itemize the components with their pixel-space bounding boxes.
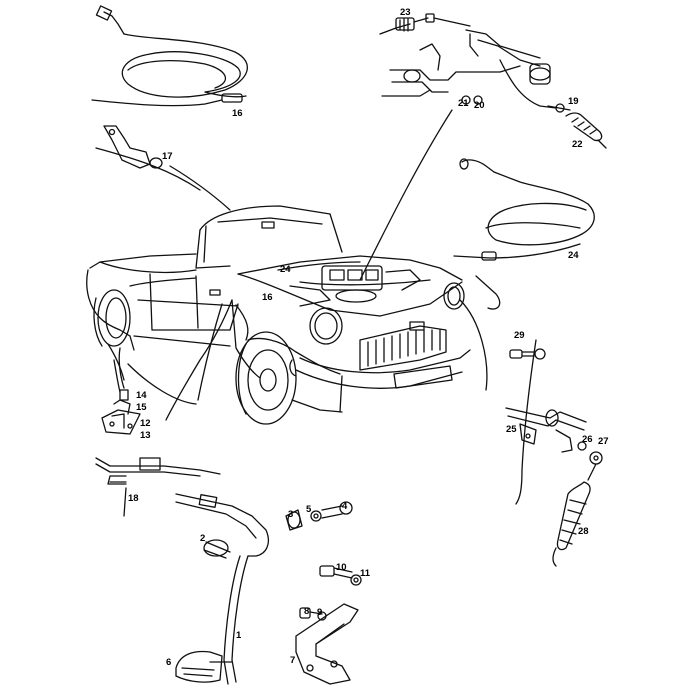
callout-21: 21 <box>458 98 469 109</box>
callout-26: 26 <box>582 434 593 445</box>
callout-24-coil: 24 <box>568 250 579 261</box>
callout-16-top: 16 <box>232 108 243 119</box>
callout-9: 9 <box>317 607 322 618</box>
callout-8: 8 <box>304 606 309 617</box>
callout-10: 10 <box>336 562 347 573</box>
callout-5: 5 <box>306 504 312 515</box>
car-body <box>86 205 471 425</box>
callout-16-car: 16 <box>262 292 273 303</box>
rod-assembly <box>95 457 221 517</box>
mounting-plate <box>295 603 359 685</box>
cable-coil-right <box>453 158 595 261</box>
callout-25: 25 <box>506 424 517 435</box>
callout-27: 27 <box>598 436 609 447</box>
callout-1: 1 <box>236 630 242 641</box>
throttle-linkage <box>379 13 607 149</box>
callout-19: 19 <box>568 96 579 107</box>
bonnet-bracket <box>95 125 231 211</box>
callout-4: 4 <box>342 501 348 512</box>
accelerator-pedal <box>175 493 270 685</box>
cable-coil-top <box>91 5 248 107</box>
callout-12: 12 <box>140 418 151 429</box>
callout-13: 13 <box>140 430 151 441</box>
callout-2: 2 <box>200 533 205 544</box>
callout-6: 6 <box>166 657 171 668</box>
callout-7: 7 <box>290 655 295 666</box>
callout-18: 18 <box>128 493 139 504</box>
callout-15: 15 <box>136 402 147 413</box>
callout-labels: 1 2 3 4 5 6 7 8 9 10 11 12 13 14 15 16 1… <box>128 7 609 668</box>
hardware-items <box>285 501 362 621</box>
callout-22: 22 <box>572 139 583 150</box>
callout-17: 17 <box>162 151 173 162</box>
callout-3: 3 <box>288 509 293 520</box>
callout-11: 11 <box>360 568 371 579</box>
callout-14: 14 <box>136 390 147 401</box>
callout-20: 20 <box>474 100 485 111</box>
callout-28: 28 <box>578 526 589 537</box>
callout-23: 23 <box>400 7 411 18</box>
callout-24-car: 24 <box>280 264 291 275</box>
callout-29: 29 <box>514 330 525 341</box>
pedal-bracket-parts <box>101 347 141 435</box>
right-linkage <box>505 348 603 567</box>
